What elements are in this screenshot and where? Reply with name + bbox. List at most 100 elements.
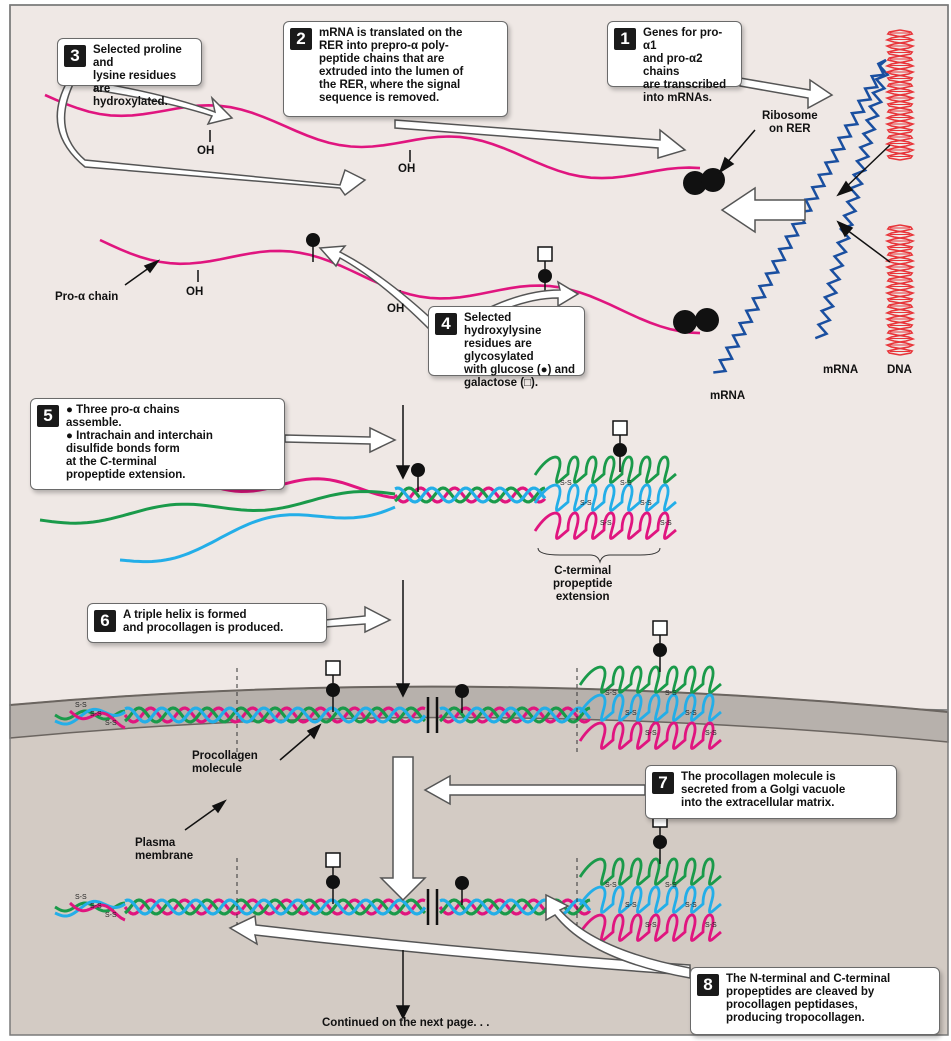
procollagen-n-terminal xyxy=(69,709,126,730)
disulfide-bond: S-S xyxy=(580,500,592,507)
step-5-text: ● Three pro-α chains assemble. ● Intrach… xyxy=(66,404,213,481)
disulfide-bond: S-S xyxy=(605,690,617,697)
c-terminal-label: C-terminal propeptide extension xyxy=(553,565,613,603)
disulfide-bond: S-S xyxy=(90,903,102,910)
step-3-number: 3 xyxy=(64,45,86,67)
glucose-marker xyxy=(411,463,425,477)
helix-strand-pink xyxy=(438,706,592,724)
pro-alpha-chain-green xyxy=(39,489,396,525)
glucose-marker xyxy=(653,835,667,849)
glucose-marker xyxy=(306,233,320,247)
step-7-text: The procollagen molecule is secreted fro… xyxy=(681,771,846,809)
mrna-label-right: mRNA xyxy=(823,364,859,376)
step-3-text: Selected proline and lysine residues are… xyxy=(93,44,182,108)
oh-label: OH xyxy=(197,145,215,157)
helix-strand-blue xyxy=(439,898,592,916)
galactose-marker xyxy=(537,246,553,262)
step-2-number: 2 xyxy=(290,28,312,50)
dna-helix xyxy=(884,29,916,161)
glucose-marker xyxy=(455,876,469,890)
dynamic-elements: S-SS-SS-SS-SS-SS-SS-SS-SS-SS-SS-SS-SS-SS… xyxy=(39,29,916,942)
helix-strand-pink xyxy=(438,898,592,916)
helix-strand-blue xyxy=(439,706,592,724)
disulfide-bond: S-S xyxy=(560,480,572,487)
galactose-marker xyxy=(325,660,341,676)
pro-alpha-chain-label: Pro-α chain xyxy=(55,291,119,303)
c-terminal-brace xyxy=(537,547,661,564)
galactose-marker xyxy=(612,420,628,436)
oh-label: OH xyxy=(398,163,416,175)
plasma-membrane-label: Plasma membrane xyxy=(135,837,194,862)
dna-helix xyxy=(884,224,916,356)
c-terminal-propeptide xyxy=(533,511,677,540)
disulfide-bond: S-S xyxy=(665,690,677,697)
c-terminal-propeptide xyxy=(578,665,722,694)
step-7-number: 7 xyxy=(652,772,674,794)
c-terminal-propeptide xyxy=(578,885,722,914)
helix-strand-blue xyxy=(124,898,427,916)
step-7-callout: 7 The procollagen molecule is secreted f… xyxy=(645,765,897,819)
oh-label: OH xyxy=(387,303,405,315)
helix-strand-green xyxy=(124,898,427,916)
glucose-marker xyxy=(326,875,340,889)
c-terminal-propeptide xyxy=(578,693,722,722)
big-arrows xyxy=(379,186,806,902)
procollagen-n-terminal xyxy=(54,707,126,726)
step-8-text: The N-terminal and C-terminal propeptide… xyxy=(726,973,891,1024)
step-3-callout: 3 Selected proline and lysine residues a… xyxy=(57,38,202,108)
step-8-number: 8 xyxy=(697,974,719,996)
cleavage-lines xyxy=(236,668,578,925)
ribosome-label: Ribosome on RER xyxy=(762,110,818,135)
disulfide-bond: S-S xyxy=(625,902,637,909)
disulfide-bond: S-S xyxy=(75,894,87,901)
glucose-marker xyxy=(455,684,469,698)
disulfide-bond: S-S xyxy=(625,710,637,717)
step-6-callout: 6 A triple helix is formed and procollag… xyxy=(87,603,327,643)
disulfide-bond: S-S xyxy=(90,711,102,718)
step-2-text: mRNA is translated on the RER into prepr… xyxy=(319,27,464,104)
pointer-arrows xyxy=(56,77,834,979)
oh-label: OH xyxy=(186,286,204,298)
step-5-number: 5 xyxy=(37,405,59,427)
c-terminal-propeptide xyxy=(533,483,677,512)
disulfide-bond: S-S xyxy=(105,912,117,919)
step-5-callout: 5 ● Three pro-α chains assemble. ● Intra… xyxy=(30,398,285,490)
step-1-number: 1 xyxy=(614,28,636,50)
glucose-marker xyxy=(613,443,627,457)
disulfide-bond: S-S xyxy=(605,882,617,889)
glucose-marker xyxy=(326,683,340,697)
step-1-callout: 1 Genes for pro-α1 and pro-α2 chains are… xyxy=(607,21,742,104)
step-6-text: A triple helix is formed and procollagen… xyxy=(123,609,284,634)
thin-arrows xyxy=(124,129,891,1020)
pro-alpha-chain xyxy=(44,93,701,180)
disulfide-bond: S-S xyxy=(665,882,677,889)
glucose-marker xyxy=(653,643,667,657)
mrna-strand xyxy=(814,59,890,340)
helix-strand-green xyxy=(124,706,427,724)
disulfide-bond: S-S xyxy=(105,720,117,727)
glucose-marker xyxy=(538,269,552,283)
disulfide-bond: S-S xyxy=(645,922,657,929)
helix-strand-blue xyxy=(124,706,427,724)
disulfide-bond: S-S xyxy=(75,702,87,709)
disulfide-bond: S-S xyxy=(645,730,657,737)
disulfide-bond: S-S xyxy=(620,480,632,487)
disulfide-bond: S-S xyxy=(685,710,697,717)
disulfide-bond: S-S xyxy=(660,520,672,527)
helix-strand-blue xyxy=(394,486,547,504)
dna-label: DNA xyxy=(887,364,912,376)
helix-breaks xyxy=(426,697,439,925)
c-terminal-propeptide xyxy=(533,455,677,484)
galactose-marker xyxy=(652,620,668,636)
step-8-callout: 8 The N-terminal and C-terminal propepti… xyxy=(690,967,940,1035)
c-terminal-propeptide xyxy=(578,857,722,886)
galactose-marker xyxy=(325,852,341,868)
step-2-callout: 2 mRNA is translated on the RER into pre… xyxy=(283,21,508,117)
disulfide-bond: S-S xyxy=(685,902,697,909)
procollagen-molecule-label: Procollagen molecule xyxy=(192,750,258,775)
ribosome xyxy=(701,168,725,192)
step-4-text: Selected hydroxylysine residues are glyc… xyxy=(464,312,576,389)
ribosome xyxy=(695,308,719,332)
